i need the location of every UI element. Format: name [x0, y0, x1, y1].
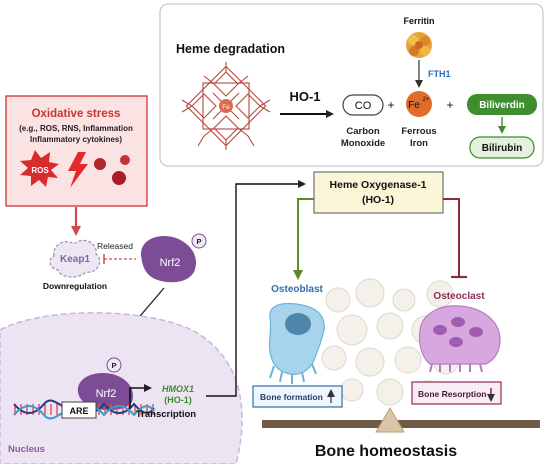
phospho-label: P [196, 237, 201, 246]
radical-dot-icon [94, 158, 106, 170]
bilirubin-label: Bilirubin [482, 143, 523, 154]
nrf2-nuclear-shape [77, 372, 134, 411]
phospho-nuclear-badge [106, 357, 122, 373]
bone-resorption-label: Bone Resorption [418, 389, 486, 399]
osteoclast-cell-icon [418, 305, 501, 373]
stress-line-1: (e.g., ROS, RNS, Inflammation [19, 124, 133, 133]
co-pill [342, 94, 384, 116]
nucleus-label: Nucleus [8, 444, 45, 455]
stress-title: Oxidative stress [32, 108, 121, 120]
radical-dot-icon [112, 171, 126, 185]
heme-panel-frame [159, 3, 544, 167]
fe2-label: Fe [408, 100, 420, 111]
ferrous-label: Ferrous [401, 126, 436, 137]
plus-sign-1: + [387, 98, 394, 112]
carbon-label: Carbon [346, 126, 379, 137]
hmox1-label: HMOX1 [162, 384, 194, 394]
ho1-to-osteoclast-line [443, 198, 460, 276]
dna-helix: ARE [13, 399, 155, 420]
balance-beam [262, 420, 540, 428]
balance-fulcrum [375, 407, 405, 433]
nrf2-cytoplasm: Nrf2 P [140, 233, 207, 283]
radical-dot-icon [120, 155, 130, 165]
fe2-superscript: 2+ [423, 97, 430, 103]
osteoblast-cell-icon [268, 302, 325, 384]
ho1-title-line-2: (HO-1) [362, 194, 394, 206]
are-label: ARE [69, 406, 88, 416]
ferrous-iron-circle [406, 91, 432, 117]
co-label: CO [355, 100, 372, 112]
heme-degradation-panel: Heme degradation Fe HO-1 [159, 3, 544, 167]
keap1-shape [49, 239, 101, 278]
downregulation-label: Downregulation [43, 281, 107, 291]
oxidative-stress-box: Oxidative stress (e.g., ROS, RNS, Inflam… [5, 95, 148, 207]
hmox1-to-ho1-arrow [206, 180, 306, 397]
transcription-label: Transcription [136, 409, 196, 420]
bone-homeostasis-panel: Heme Oxygenase-1 (HO-1) Osteoblast Osteo… [247, 171, 543, 460]
heme-iron-center [219, 99, 233, 113]
ros-burst-icon [20, 150, 59, 187]
released-label: Released [97, 241, 133, 251]
lightning-icon [68, 152, 88, 188]
bone-resorption-box [411, 381, 502, 405]
monoxide-label: Monoxide [341, 138, 385, 149]
stress-line-2: Inflammatory cytokines) [30, 135, 122, 144]
osteoblast-label: Osteoblast [271, 284, 323, 295]
nrf2-nucleus: Nrf2 P [77, 357, 134, 411]
bone-formation-box [252, 385, 343, 408]
fth1-label: FTH1 [428, 69, 451, 79]
bone-formation-label: Bone formation [260, 392, 323, 402]
ho1-enzyme-label: HO-1 [289, 89, 320, 104]
ferritin-icon [406, 32, 432, 58]
heme-fe-label: Fe [222, 104, 230, 111]
ros-label: ROS [31, 166, 49, 175]
ho1-title-line-1: Heme Oxygenase-1 [330, 179, 427, 191]
nrf2-shape [140, 235, 196, 283]
bilirubin-pill [469, 136, 535, 159]
biliverdin-label: Biliverdin [479, 100, 525, 111]
nrf2-label: Nrf2 [160, 257, 181, 269]
transcription-start-arrow [129, 384, 152, 409]
keap1-label: Keap1 [60, 254, 90, 265]
ferritin-label: Ferritin [403, 16, 434, 26]
phospho-badge [191, 233, 207, 249]
ho1-to-osteoblast-arrow [293, 198, 314, 280]
bone-homeostasis-label: Bone homeostasis [315, 443, 457, 460]
hmox1-protein-label: (HO-1) [164, 395, 192, 405]
ho1-box [313, 171, 444, 214]
phospho-nuclear-label: P [111, 361, 116, 370]
osteoclast-label: Osteoclast [433, 291, 485, 302]
plus-sign-2: + [446, 98, 453, 112]
heme-panel-title: Heme degradation [176, 42, 285, 56]
iron-label: Iron [410, 138, 428, 149]
keap1-group: Keap1 Downregulation [43, 239, 107, 291]
stress-box-frame [5, 95, 148, 207]
are-box [61, 401, 97, 419]
nrf2-nuclear-label: Nrf2 [96, 388, 117, 400]
biliverdin-pill [467, 94, 537, 115]
